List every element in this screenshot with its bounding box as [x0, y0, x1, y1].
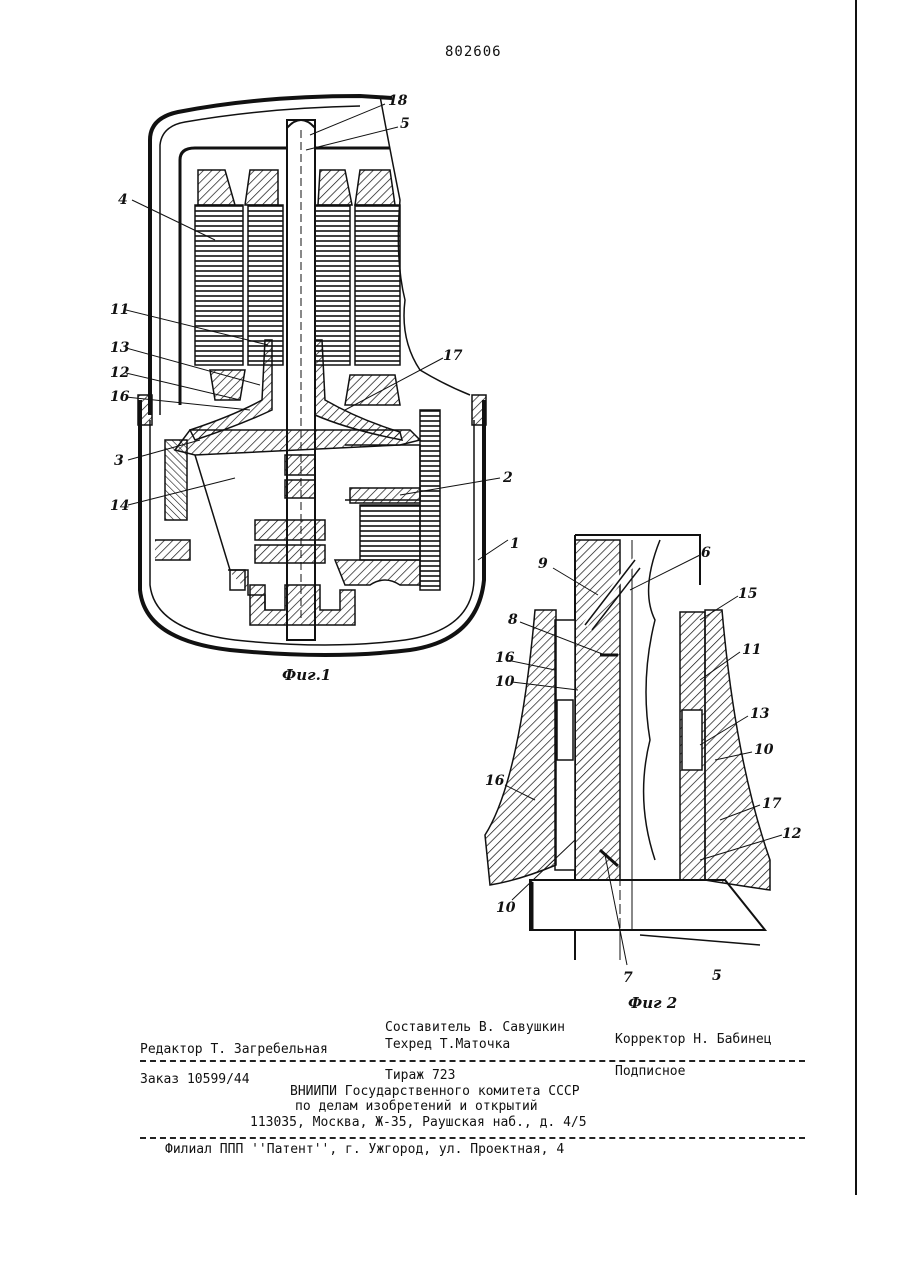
label-10-c: 10 [496, 900, 516, 916]
imprint-tech-editor: Техред Т.Маточка [385, 1037, 510, 1052]
label-16-a: 16 [495, 650, 515, 666]
figure-1-caption: Фиг.1 [282, 666, 331, 684]
imprint-corrector: Корректор Н. Бабинец [615, 1032, 772, 1047]
label-12: 12 [782, 826, 802, 842]
label-10-b: 10 [754, 742, 774, 758]
label-9: 9 [538, 556, 548, 572]
divider-1 [140, 1060, 805, 1062]
imprint-compiler: Составитель В. Савушкин [385, 1020, 565, 1035]
label-3: 3 [114, 453, 124, 469]
label-4: 4 [118, 192, 128, 208]
label-13: 13 [110, 340, 130, 356]
label-17: 17 [443, 348, 463, 364]
imprint-address: 113035, Москва, Ж-35, Раушская наб., д. … [250, 1115, 587, 1130]
imprint-order: Заказ 10599/44 [140, 1072, 250, 1087]
divider-2 [140, 1137, 805, 1139]
label-12: 12 [110, 365, 130, 381]
label-2: 2 [502, 470, 513, 486]
label-16: 16 [110, 389, 130, 405]
label-17: 17 [762, 796, 782, 812]
figure-2-caption: Фиг 2 [628, 994, 677, 1012]
label-14: 14 [110, 498, 129, 514]
imprint-subscription: Подписное [615, 1064, 685, 1079]
label-10-a: 10 [495, 674, 515, 690]
imprint-org-line2: по делам изобретений и открытий [295, 1099, 538, 1114]
imprint-editor: Редактор Т. Загребельная [140, 1042, 328, 1057]
label-13: 13 [750, 706, 770, 722]
label-6: 6 [701, 545, 711, 561]
label-8: 8 [508, 612, 518, 628]
label-7: 7 [623, 970, 633, 986]
figure-2-bearing-detail [485, 535, 770, 960]
imprint-branch: Филиал ППП ''Патент'', г. Ужгород, ул. П… [165, 1142, 564, 1157]
imprint-org-line1: ВНИИПИ Государственного комитета СССР [290, 1084, 580, 1099]
figure-1-compressor-section [138, 96, 486, 655]
label-5: 5 [400, 116, 410, 132]
label-5: 5 [712, 968, 722, 984]
label-18: 18 [388, 93, 408, 109]
imprint-circulation: Тираж 723 [385, 1068, 455, 1083]
label-1: 1 [510, 536, 520, 552]
label-11: 11 [742, 642, 761, 658]
label-16-b: 16 [485, 773, 505, 789]
label-15: 15 [738, 586, 757, 602]
label-11: 11 [110, 302, 129, 318]
